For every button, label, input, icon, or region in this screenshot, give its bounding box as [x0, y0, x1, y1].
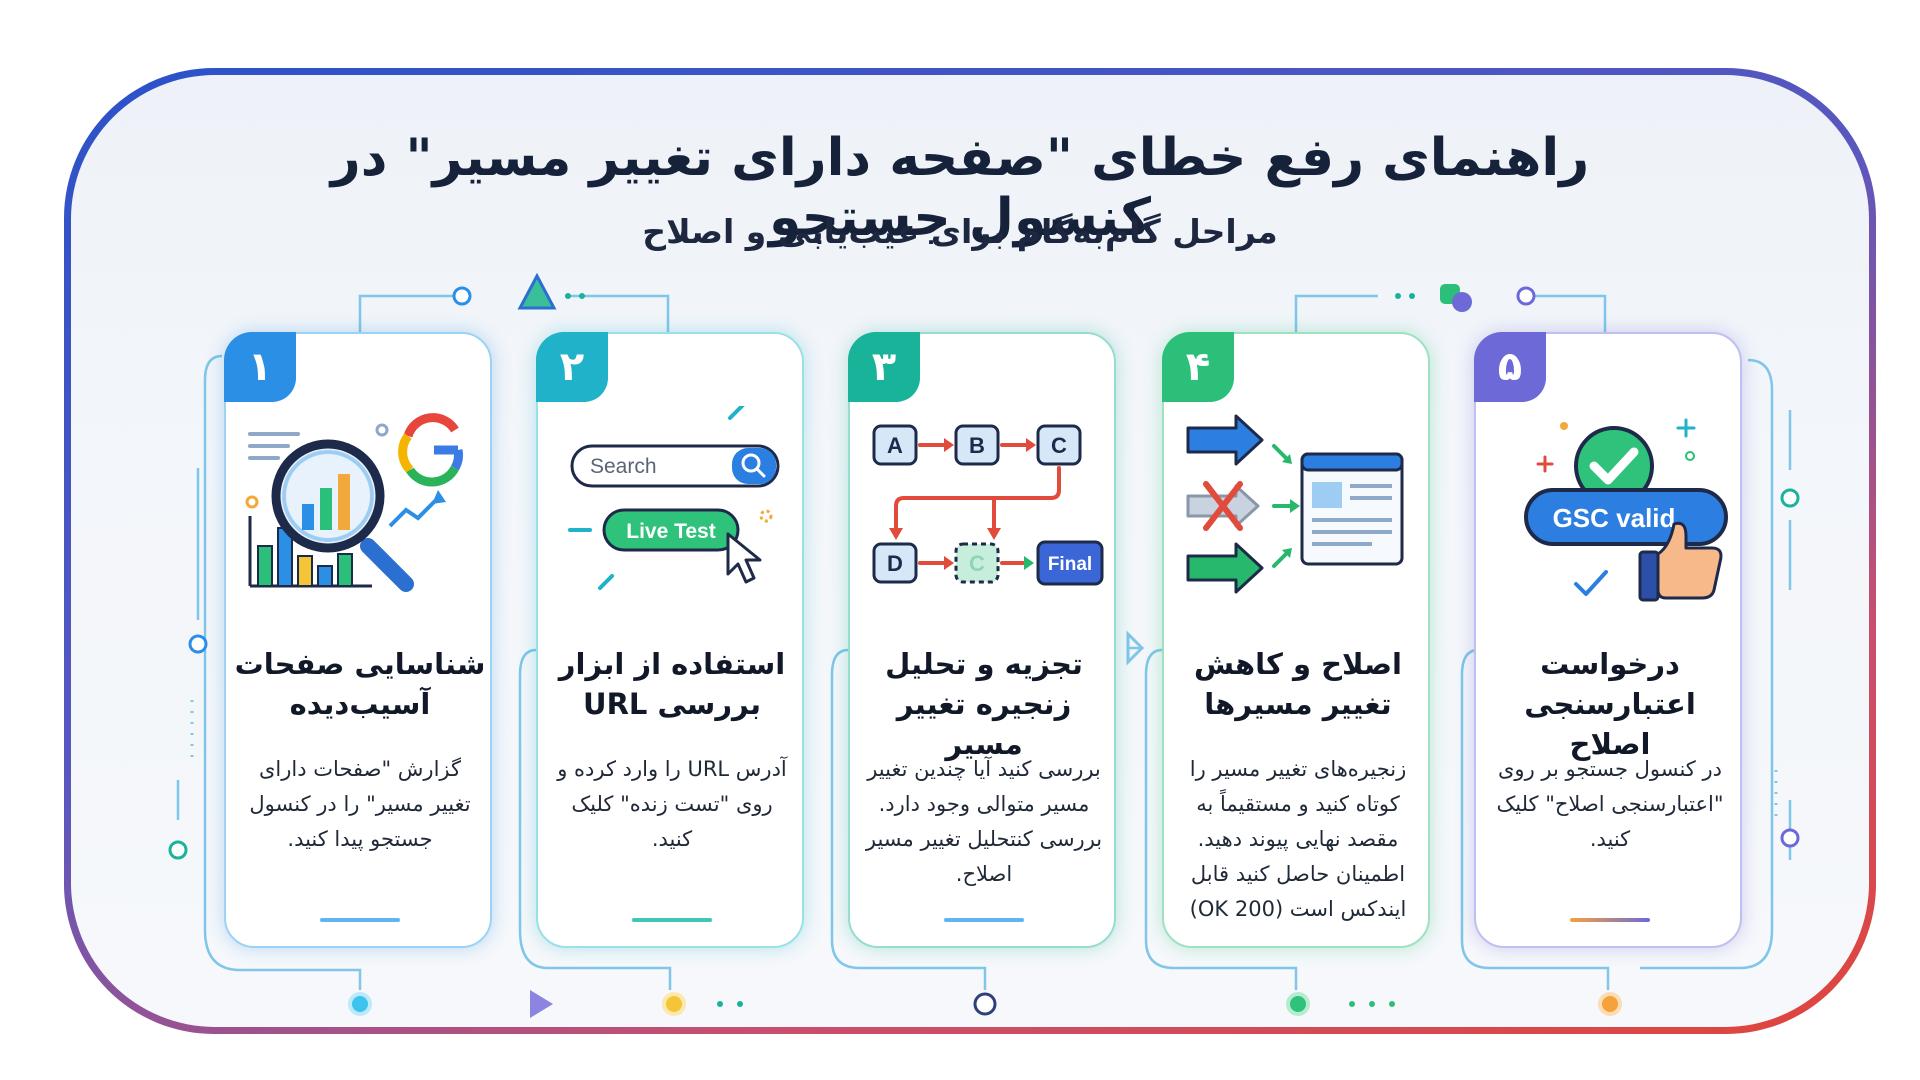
- search-live-test-icon: Search Live Test: [568, 406, 780, 590]
- gsc-valid-thumbs-up-icon: GSC valid: [1524, 418, 1728, 602]
- step-card-2: ۲ Search Live Test استفاده از ابزار بررس…: [536, 332, 804, 948]
- card-accent-line: [632, 918, 712, 922]
- page-title: راهنمای رفع خطای "صفحه دارای تغییر مسیر"…: [330, 128, 1590, 248]
- step-description: در کنسول جستجو بر روی "اعتبارسنجی اصلاح"…: [1496, 757, 1724, 851]
- chain-node-label: Final: [1048, 554, 1092, 575]
- step-card-3: ۳ A B C D C Final: [848, 332, 1116, 948]
- step-card-4: ۴: [1162, 332, 1430, 948]
- magnifier-chart-google-icon: [245, 413, 463, 592]
- chain-node-label: A: [887, 433, 903, 458]
- step-description: زنجیره‌های تغییر مسیر را کوتاه کنید و مس…: [1189, 757, 1407, 921]
- arrows-to-page-icon: [1186, 414, 1404, 594]
- page-subtitle: مراحل گام‌به‌گام برای عیب‌یابی و اصلاح: [642, 212, 1278, 251]
- card-accent-line: [320, 918, 400, 922]
- step-number-badge: ۵: [1474, 332, 1546, 402]
- step-title: استفاده از ابزار بررسی URL: [558, 647, 786, 721]
- step-card-5: ۵ GSC valid درخواست اعتبارسنجی اصلاح در …: [1474, 332, 1742, 948]
- step-number-badge: ۲: [536, 332, 608, 402]
- step-card-1: ۱: [224, 332, 492, 948]
- step-description: گزارش "صفحات دارای تغییر مسیر" را در کنس…: [249, 757, 471, 851]
- step-number-badge: ۳: [848, 332, 920, 402]
- step-title: اصلاح و کاهش تغییر مسیرها: [1194, 647, 1402, 721]
- step-description: آدرس URL را وارد کرده و روی "تست زنده" ک…: [557, 757, 787, 851]
- chain-node-label: D: [887, 551, 903, 576]
- step-description: بررسی کنید آیا چندین تغییر مسیر متوالی و…: [865, 757, 1103, 886]
- card-accent-line: [944, 918, 1024, 922]
- step-number-badge: ۱: [224, 332, 296, 402]
- chain-node-label: B: [969, 433, 985, 458]
- gsc-valid-label: GSC valid: [1553, 503, 1676, 533]
- step-number-badge: ۴: [1162, 332, 1234, 402]
- step-title: درخواست اعتبارسنجی اصلاح: [1524, 647, 1696, 761]
- step-title: شناسایی صفحات آسیب‌دیده: [234, 647, 486, 721]
- redirect-chain-icon: A B C D C Final: [872, 424, 1104, 586]
- live-test-label: Live Test: [626, 520, 715, 543]
- chain-node-label: C: [1051, 433, 1067, 458]
- step-title: تجزیه و تحلیل زنجیره تغییر مسیر: [885, 647, 1083, 761]
- card-accent-line: [1570, 918, 1650, 922]
- search-placeholder: Search: [590, 455, 657, 478]
- chain-node-label: C: [969, 551, 985, 576]
